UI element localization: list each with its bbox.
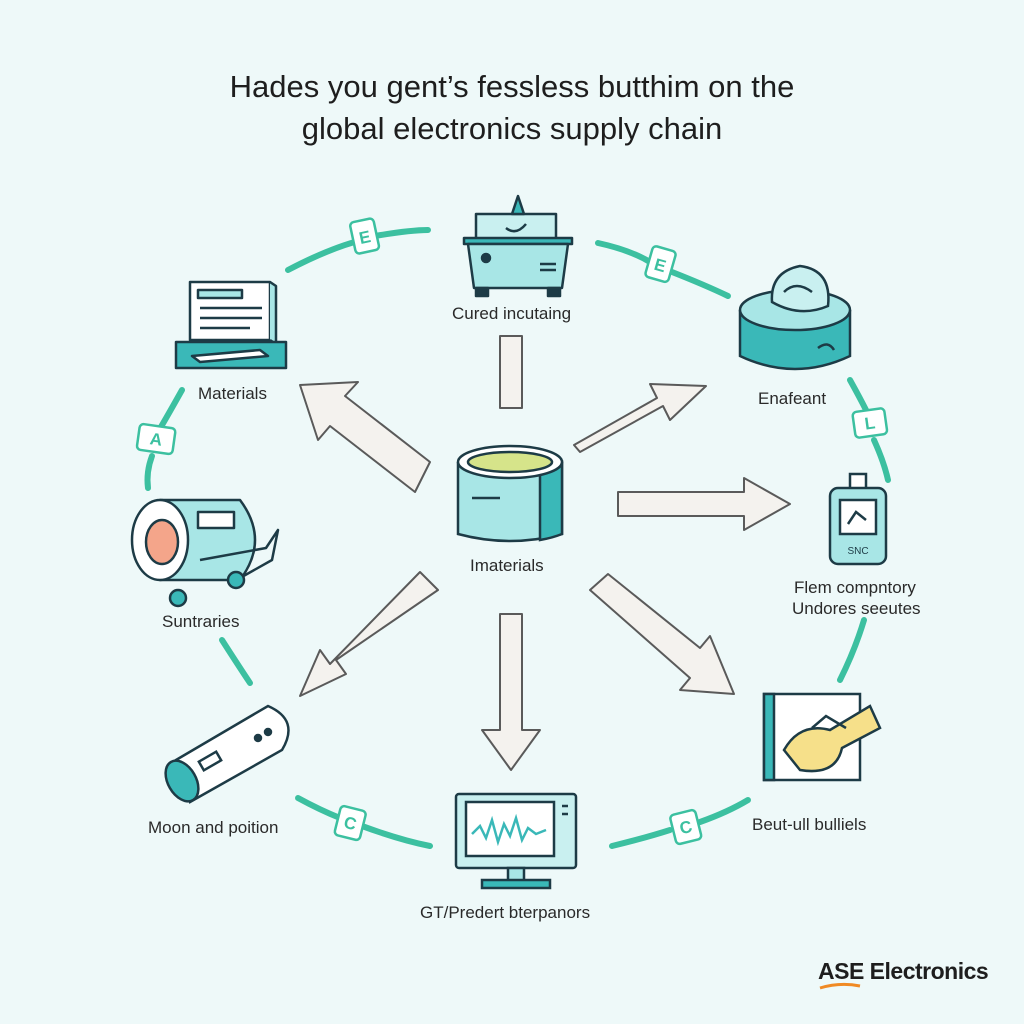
ring-tag-bottom-left: C — [333, 804, 367, 842]
ring-arc-bottom-right-b — [697, 797, 751, 825]
ring-arc-top-right-b — [669, 269, 731, 299]
vat-icon — [456, 444, 564, 543]
ring-connectors — [144, 227, 891, 849]
monitor-icon — [454, 792, 578, 890]
ring-arc-right-mid — [871, 437, 891, 483]
ring-arc-bottom-left-b — [359, 823, 433, 849]
ring-arc-top-left — [285, 237, 365, 273]
hand-solder-icon — [762, 692, 882, 782]
title-line-1: Hades you gent’s fessless butthim on the — [229, 69, 795, 104]
arrow-right — [617, 477, 791, 531]
node-label-center: Imaterials — [470, 556, 544, 575]
arrow-top-bar — [499, 335, 523, 409]
ring-arc-bottom-left — [295, 795, 343, 821]
ring-arc-left-lower — [219, 637, 253, 686]
node-label-bottom: GT/Predert bterpanors — [420, 903, 591, 922]
ring-tag-right-text: L — [863, 413, 876, 433]
diagram-title: Hades you gent’s fessless butthim on the… — [112, 66, 912, 150]
arrow-up-right — [573, 383, 707, 453]
ring-tags: E E L A C C — [135, 217, 889, 846]
ring-tag-bottom-right-text: C — [678, 817, 695, 838]
ring-tag-right: L — [851, 407, 889, 439]
ring-arc-top-left-b — [372, 227, 431, 239]
ring-tag-bottom-right: C — [669, 808, 703, 846]
brand-swoosh — [819, 982, 861, 990]
handheld-device-icon: SNC — [828, 472, 888, 566]
cylinder-icon — [164, 704, 290, 804]
machine-icon — [462, 194, 574, 298]
industrial-roller-icon — [130, 498, 280, 608]
ring-tag-left-text: A — [149, 429, 164, 450]
ring-tag-top-right: E — [644, 245, 677, 284]
ring-arc-left-mid — [144, 453, 155, 491]
node-label-top-left: Materials — [198, 384, 267, 403]
ring-tag-bottom-left-text: C — [342, 813, 359, 834]
node-label-right-line1: Flem compntory — [794, 578, 916, 597]
ring-arc-top-right — [595, 240, 653, 265]
arrow-down-right — [589, 573, 735, 695]
brand-logo: ASE Electronics — [818, 958, 989, 984]
ring-tag-top-right-text: E — [652, 255, 668, 276]
ring-tag-top-left: E — [349, 217, 381, 255]
node-label-right-line2: Undores seeutes — [792, 599, 921, 618]
server-drum-icon — [738, 264, 852, 371]
arrow-down — [481, 613, 541, 771]
device-text: SNC — [847, 546, 868, 557]
ring-tag-left: A — [135, 422, 177, 456]
node-label-top-right: Enafeant — [758, 389, 827, 408]
ring-arc-right-lower — [837, 617, 867, 683]
computer-icon — [174, 280, 288, 370]
ring-arc-right-upper — [847, 377, 869, 413]
node-label-bottom-right: Beut-ull bulliels — [752, 815, 867, 834]
title-line-2: global electronics supply chain — [301, 111, 723, 146]
node-label-bottom-left: Moon and poition — [148, 818, 279, 837]
arrow-down-left — [299, 571, 439, 697]
ring-arc-bottom-right — [609, 827, 673, 849]
node-label-top: Cured incutaing — [452, 304, 572, 323]
node-label-left: Suntraries — [162, 612, 240, 631]
flow-arrows — [299, 335, 791, 771]
ring-tag-top-left-text: E — [357, 227, 372, 248]
arrow-up-left — [299, 381, 431, 493]
